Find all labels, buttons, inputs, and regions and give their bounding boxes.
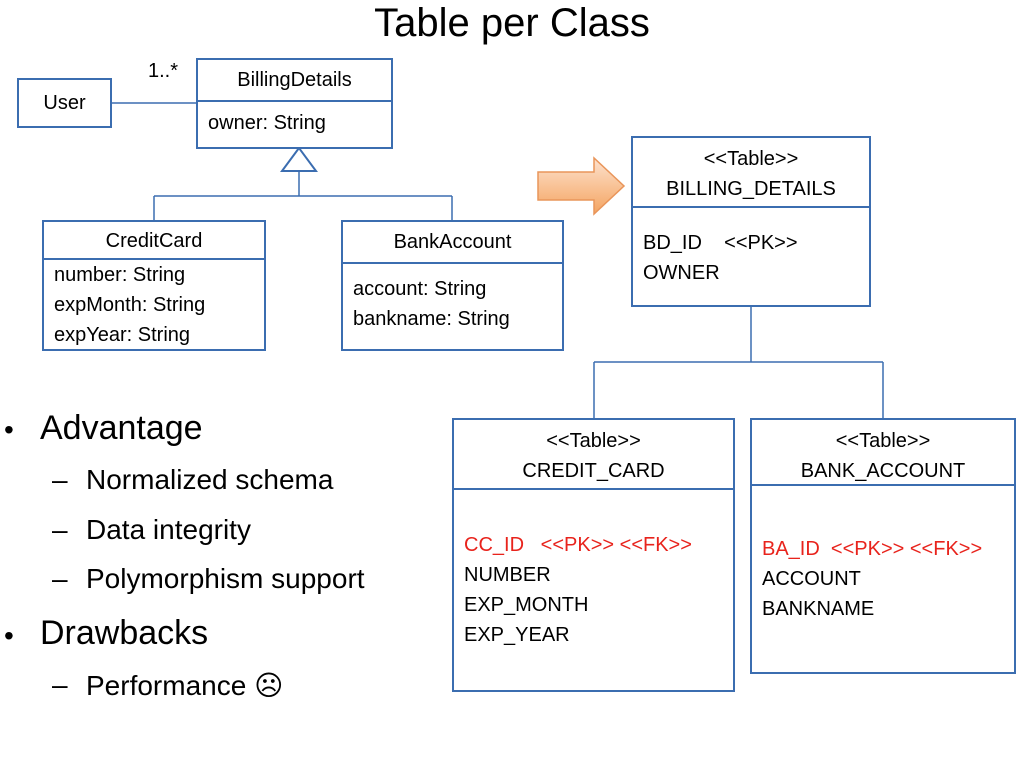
uml-class-billing-details: BillingDetails owner: String bbox=[196, 58, 393, 149]
uml-class-bank-account: BankAccount account: String bankname: St… bbox=[341, 220, 564, 351]
mapping-arrow-icon bbox=[537, 156, 626, 216]
uml-class-credit-card: CreditCard number: String expMonth: Stri… bbox=[42, 220, 266, 351]
sub-bullet: Polymorphism support bbox=[86, 563, 365, 594]
uml-attribute: owner: String bbox=[208, 112, 326, 134]
bullet-advantage: Advantage bbox=[40, 409, 203, 447]
table-key-column: BA_ID <<PK>> <<FK>> bbox=[762, 538, 983, 560]
table-bank-account: <<Table>> BANK_ACCOUNT BA_ID <<PK>> <<FK… bbox=[750, 418, 1016, 674]
uml-attribute: expYear: String bbox=[54, 324, 191, 346]
bullet-icon: • bbox=[4, 620, 14, 651]
table-key-column: CC_ID <<PK>> <<FK>> bbox=[464, 534, 692, 556]
inheritance-triangle bbox=[280, 146, 318, 172]
table-column: ACCOUNT bbox=[762, 568, 861, 590]
uml-attribute: number: String bbox=[54, 264, 186, 286]
table-billing-details: <<Table>> BILLING_DETAILS BD_ID <<PK>> O… bbox=[631, 136, 871, 307]
table-stereotype: <<Table>> bbox=[703, 148, 799, 170]
dash-icon: – bbox=[52, 514, 68, 545]
table-stereotype: <<Table>> bbox=[835, 430, 931, 452]
uml-attribute: expMonth: String bbox=[54, 294, 206, 316]
table-column: OWNER bbox=[643, 262, 720, 284]
uml-attribute: account: String bbox=[353, 278, 487, 300]
table-column: EXP_MONTH bbox=[464, 594, 589, 616]
table-column: EXP_YEAR bbox=[464, 624, 570, 646]
table-column: BANKNAME bbox=[762, 598, 875, 620]
multiplicity-label: 1..* bbox=[148, 60, 179, 82]
table-name: BANK_ACCOUNT bbox=[800, 460, 966, 482]
table-column: BD_ID <<PK>> bbox=[643, 232, 798, 254]
table-credit-card: <<Table>> CREDIT_CARD CC_ID <<PK>> <<FK>… bbox=[452, 418, 735, 692]
slide-title: Table per Class bbox=[374, 1, 650, 45]
table-stereotype: <<Table>> bbox=[546, 430, 641, 452]
table-column: NUMBER bbox=[464, 564, 551, 586]
uml-class-user: User bbox=[17, 78, 112, 128]
uml-attribute: bankname: String bbox=[353, 308, 510, 330]
sub-bullet: Performance ☹ bbox=[86, 670, 284, 701]
table-name: BILLING_DETAILS bbox=[666, 178, 836, 200]
sub-bullet: Normalized schema bbox=[86, 464, 334, 495]
table-name: CREDIT_CARD bbox=[522, 460, 665, 482]
dash-icon: – bbox=[52, 669, 68, 700]
sub-bullet: Data integrity bbox=[86, 514, 251, 545]
uml-class-name: BankAccount bbox=[343, 222, 562, 264]
uml-class-name: BillingDetails bbox=[198, 60, 391, 102]
dash-icon: – bbox=[52, 464, 68, 495]
dash-icon: – bbox=[52, 563, 68, 594]
bullet-drawbacks: Drawbacks bbox=[40, 614, 209, 652]
uml-class-name: CreditCard bbox=[44, 222, 264, 260]
uml-class-name: User bbox=[43, 92, 86, 114]
bullet-icon: • bbox=[4, 414, 14, 445]
